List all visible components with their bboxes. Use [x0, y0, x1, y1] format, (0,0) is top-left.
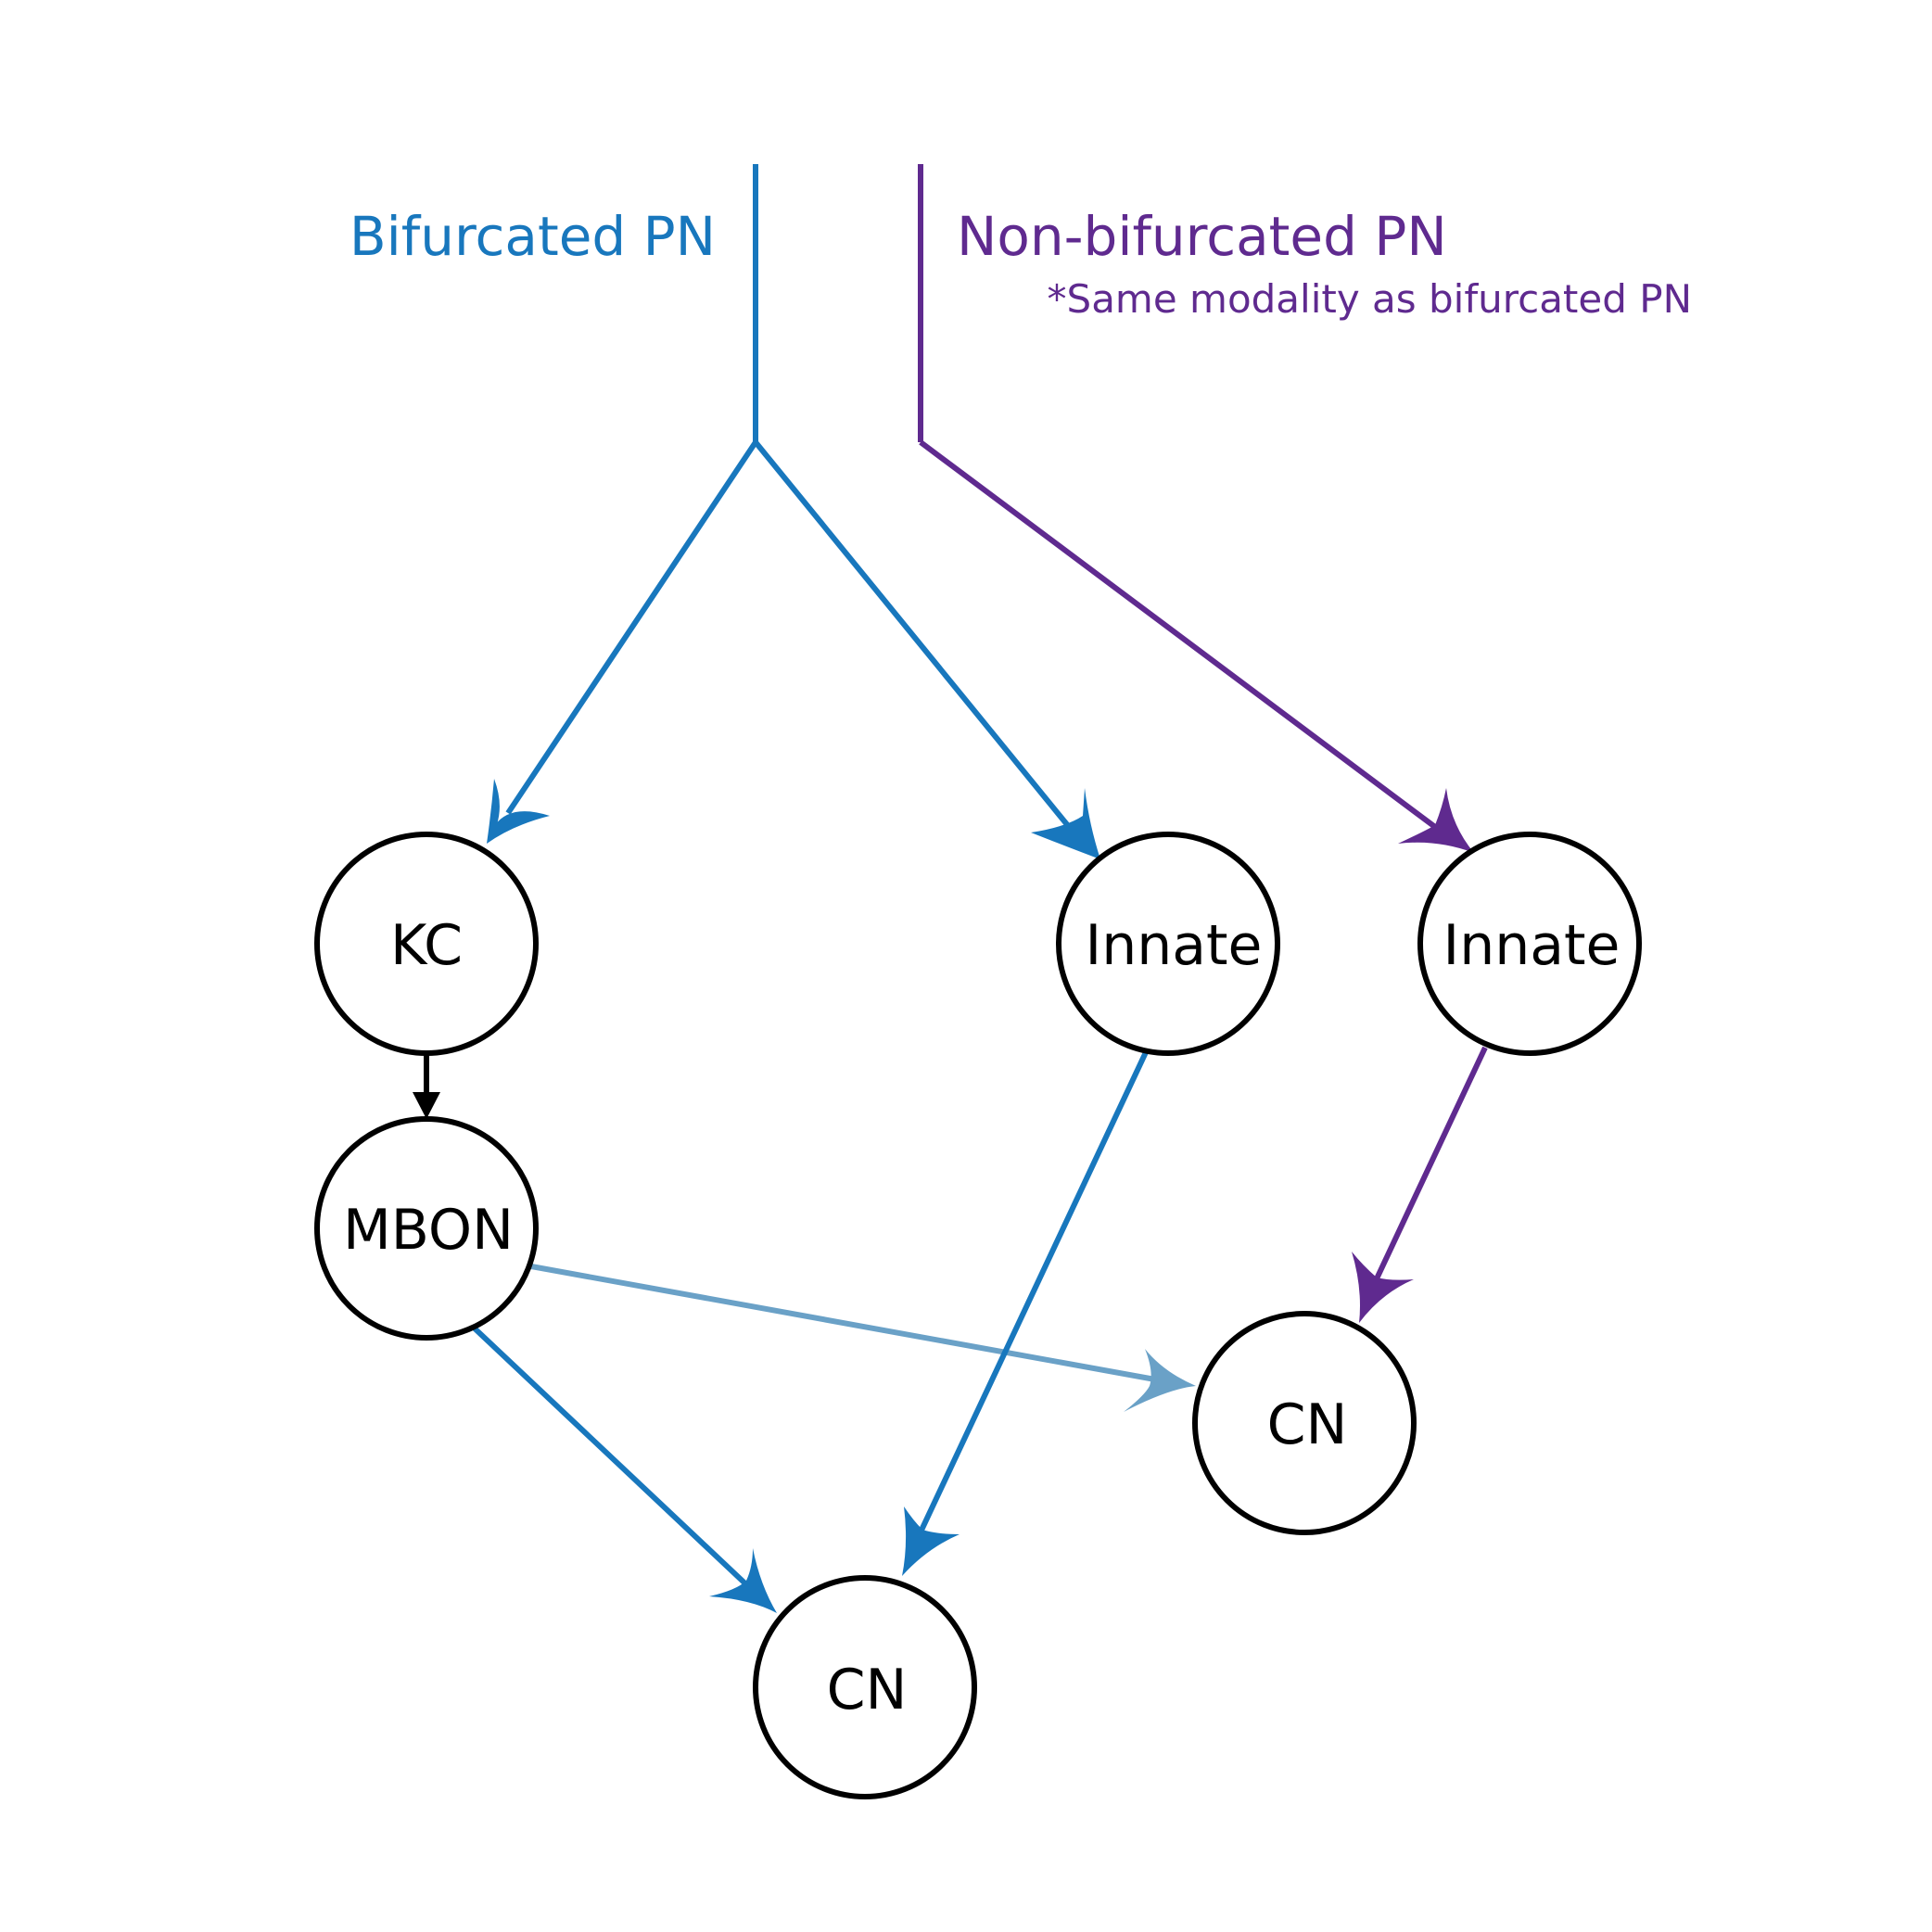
arrowhead-innate-right — [1398, 788, 1474, 853]
node-mbon: MBON — [314, 1116, 539, 1341]
edge-bifurcated-pn-to-kc — [505, 440, 758, 815]
edge-innate-right-to-cn-right — [1369, 1046, 1488, 1290]
edge-innate-left-to-cn-bottom — [915, 1050, 1149, 1540]
node-innate-right-label: Innate — [1443, 913, 1621, 978]
node-cn-bottom: CN — [753, 1575, 977, 1799]
node-cn-right-circle — [1192, 1311, 1417, 1535]
arrowhead-kc — [487, 779, 550, 844]
arrowhead-cn-right-from-innate — [1352, 1252, 1414, 1323]
node-innate-right-circle — [1417, 832, 1642, 1056]
arrowhead-cn-bottom-from-innate — [902, 1506, 960, 1576]
node-innate-left-label: Innate — [1086, 913, 1263, 978]
arrowhead-cn-right-from-mbon — [1124, 1349, 1196, 1412]
node-mbon-label: MBON — [343, 1198, 514, 1263]
edge-non-bifurcated-pn-to-innate-right — [919, 439, 1448, 838]
node-cn-right-label: CN — [1267, 1392, 1348, 1457]
node-innate-right: Innate — [1417, 832, 1642, 1056]
node-kc-circle — [314, 832, 539, 1056]
node-kc-label: KC — [390, 913, 463, 978]
bifurcated-pn-label: Bifurcated PN — [350, 205, 716, 268]
node-kc: KC — [314, 832, 539, 1056]
node-cn-bottom-circle — [753, 1575, 977, 1799]
node-mbon-circle — [314, 1116, 539, 1341]
node-cn-bottom-label: CN — [827, 1658, 908, 1722]
edge-mbon-to-cn-right — [530, 1264, 1156, 1382]
arrowhead-mbon — [413, 1092, 440, 1119]
arrowhead-innate-left — [1031, 788, 1100, 859]
arrowhead-cn-bottom-from-mbon — [709, 1548, 777, 1613]
modality-note: *Same modality as bifurcated PN — [1048, 276, 1692, 322]
non-bifurcated-pn-label: Non-bifurcated PN — [957, 205, 1447, 268]
node-cn-right: CN — [1192, 1311, 1417, 1535]
node-innate-left-circle — [1056, 832, 1280, 1056]
edge-bifurcated-pn-to-innate-left — [753, 440, 1076, 834]
node-innate-left: Innate — [1056, 832, 1280, 1056]
edge-mbon-to-cn-bottom — [472, 1326, 752, 1590]
